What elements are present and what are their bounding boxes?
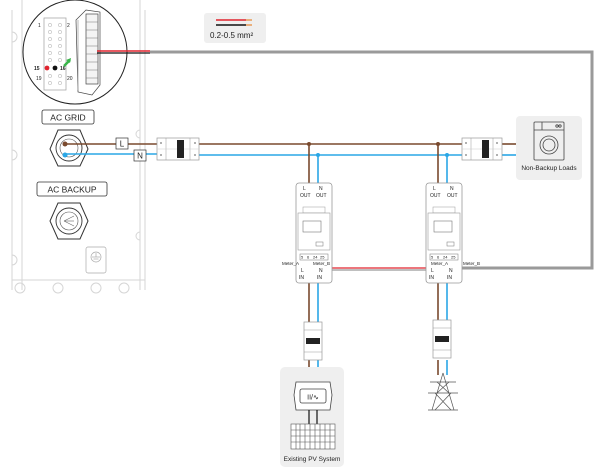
- load-breaker: [461, 137, 503, 161]
- svg-text:N: N: [449, 268, 453, 274]
- svg-text:L: L: [303, 186, 306, 192]
- svg-text:L: L: [120, 140, 125, 149]
- svg-text:6: 6: [307, 255, 310, 260]
- meter-2-a-label: Meter_A: [431, 261, 448, 266]
- ac-grid-port: AC GRID: [41, 109, 95, 167]
- wire-tag-live: L: [115, 137, 129, 150]
- svg-text:OUT: OUT: [447, 193, 458, 199]
- pin-2-label: 2: [67, 23, 70, 29]
- inverter-housing: [11, 0, 146, 294]
- pv-system-label: Existing PV System: [284, 456, 341, 463]
- ac-backup-label: AC BACKUP: [47, 185, 96, 195]
- svg-text:IN: IN: [429, 275, 434, 281]
- grid-side-breaker: [432, 319, 452, 359]
- pin-1-label: 1: [38, 23, 41, 29]
- svg-text:N: N: [319, 186, 323, 192]
- svg-text:25: 25: [320, 255, 325, 260]
- cable-spec-box: 0.2-0.5 mm²: [204, 13, 266, 43]
- svg-text:5: 5: [431, 255, 434, 260]
- main-bus: [65, 143, 516, 156]
- meter-1: L N OUT OUT 5 6 24 25 Meter_A Meter_B L …: [282, 182, 333, 284]
- grid-breaker: [156, 137, 200, 161]
- pv-inverter-text: II/∿: [307, 395, 319, 402]
- non-backup-loads: Non-Backup Loads: [516, 116, 582, 180]
- svg-text:L: L: [301, 268, 304, 274]
- meter-2: L N OUT OUT 5 6 24 25 Meter_A Meter_B L …: [425, 182, 480, 284]
- svg-text:24: 24: [313, 255, 318, 260]
- ac-grid-label: AC GRID: [50, 113, 85, 123]
- pv-system: II/∿ Existing PV System: [280, 367, 344, 467]
- wire-tag-neutral: N: [133, 149, 147, 162]
- svg-text:24: 24: [443, 255, 448, 260]
- svg-text:N: N: [137, 152, 143, 161]
- transmission-tower-icon: [428, 372, 458, 411]
- non-backup-loads-label: Non-Backup Loads: [521, 165, 577, 172]
- pin-16-label: 16: [60, 66, 66, 72]
- meter-1-b-label: Meter_B: [313, 261, 330, 266]
- svg-text:6: 6: [437, 255, 440, 260]
- svg-text:IN: IN: [447, 275, 452, 281]
- svg-text:IN: IN: [317, 275, 322, 281]
- solar-panel-icon: [290, 423, 336, 450]
- ac-backup-port: AC BACKUP: [36, 181, 108, 240]
- svg-text:5: 5: [301, 255, 304, 260]
- svg-text:OUT: OUT: [300, 193, 311, 199]
- svg-text:OUT: OUT: [430, 193, 441, 199]
- ground-icon: [85, 246, 107, 274]
- svg-text:25: 25: [451, 255, 456, 260]
- washing-machine-icon: [533, 121, 565, 161]
- micro-inverter-icon: [293, 381, 333, 411]
- svg-text:L: L: [433, 186, 436, 192]
- pin-15-dot: [44, 65, 50, 71]
- svg-text:IN: IN: [299, 275, 304, 281]
- pin-20-label: 20: [67, 76, 73, 82]
- svg-text:L: L: [431, 268, 434, 274]
- svg-text:N: N: [450, 186, 454, 192]
- pin-19-label: 19: [36, 76, 42, 82]
- pv-breaker: [303, 321, 323, 361]
- svg-text:N: N: [319, 268, 323, 274]
- connector-plug: [75, 9, 101, 96]
- pin-15-label: 15: [34, 66, 40, 72]
- meter-1-a-label: Meter_A: [282, 261, 299, 266]
- pin-16-dot: [52, 65, 58, 71]
- terminal-block-detail: 1 2 15 16 19 20: [22, 0, 128, 105]
- svg-text:OUT: OUT: [316, 193, 327, 199]
- cable-spec-label: 0.2-0.5 mm²: [210, 31, 253, 40]
- meter-2-b-label: Meter_B: [463, 261, 480, 266]
